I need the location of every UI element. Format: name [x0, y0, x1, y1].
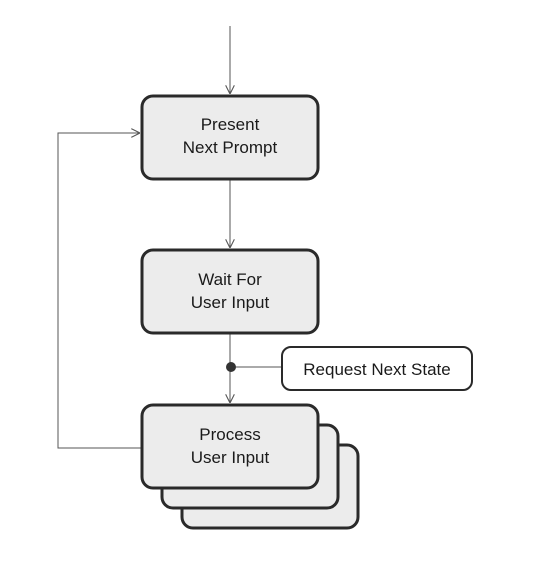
loop-back-arrow	[57, 133, 142, 449]
present-label-line1: Present	[201, 115, 260, 134]
process-stack-front	[140, 403, 320, 490]
present-label-line2: Next Prompt	[183, 138, 278, 157]
request-next-state-label: Request Next State	[303, 360, 450, 379]
junction-dot	[226, 362, 236, 372]
wait-label-line2: User Input	[191, 293, 270, 312]
request-next-state-callout: Request Next State	[281, 346, 473, 391]
present-next-prompt-node: Present Next Prompt	[140, 94, 320, 181]
wait-label-line1: Wait For	[198, 270, 262, 289]
process-label-line1: Process	[199, 425, 260, 444]
wait-for-user-input-node: Wait For User Input	[140, 248, 320, 335]
process-label-line2: User Input	[191, 448, 270, 467]
process-user-input-node: Process User Input	[140, 403, 360, 530]
